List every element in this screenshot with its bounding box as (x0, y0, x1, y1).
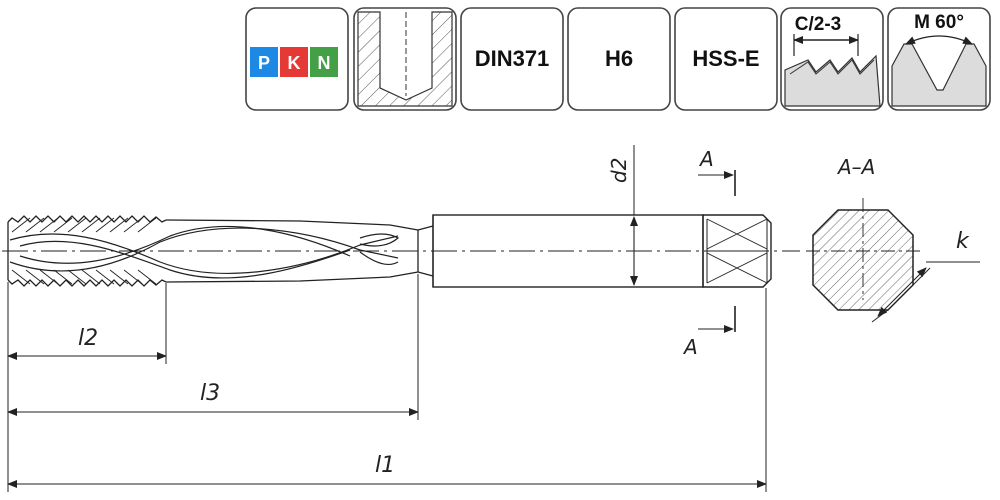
tolerance-label: H6 (605, 46, 633, 71)
l1-label: l1 (375, 453, 395, 478)
flute-bottom-edge (165, 271, 419, 283)
l3-label: l3 (200, 381, 220, 406)
thread-flanks (11, 217, 157, 285)
thread-top-edge (7, 215, 167, 223)
thread-profile-badge: M 60° (887, 7, 991, 111)
blind-hole-badge (353, 7, 457, 111)
tool-material-badge-frame (674, 7, 778, 111)
tolerance-badge-frame (567, 7, 671, 111)
tap-side-view (2, 214, 800, 288)
thread-profile-angle-arc (905, 35, 973, 45)
thread-class-crest-line (789, 59, 875, 75)
cross-section-outline (812, 209, 914, 311)
material-k-chip (280, 47, 308, 77)
material-p-chip (250, 47, 278, 77)
labels: d2 A A A–A k l2 l3 l1 (78, 147, 970, 478)
section-mark-bottom: A (682, 335, 698, 359)
k-label: k (956, 229, 970, 254)
square-drive-flat-marks (706, 218, 768, 284)
badge-row: P K N DIN371 H6 HSS-E C/2-3 (245, 7, 991, 111)
tool-material-badge: HSS-E (674, 7, 778, 111)
material-k-label: K (288, 53, 301, 73)
d2-label: d2 (607, 158, 631, 183)
thread-profile-label: M 60° (914, 12, 964, 33)
neck-top (417, 225, 434, 231)
material-p-label: P (258, 53, 270, 73)
neck-bottom (417, 271, 434, 277)
k-ext-1 (871, 309, 889, 323)
standard-label: DIN371 (475, 46, 550, 71)
k-ext-2 (912, 267, 931, 286)
thread-bottom-edge (7, 279, 167, 287)
standard-badge-frame (460, 7, 564, 111)
tool-material-label: HSS-E (692, 46, 759, 71)
square-drive (702, 214, 772, 288)
thread-class-label: C/2-3 (795, 14, 841, 35)
thread-class-icon (784, 54, 881, 107)
dimensions (7, 145, 980, 492)
standard-badge: DIN371 (460, 7, 564, 111)
thread-class-badge: C/2-3 (780, 7, 884, 111)
flute-top-edge (165, 219, 419, 231)
material-n-chip (310, 47, 338, 77)
thread-profile-icon (891, 43, 987, 107)
section-mark-top: A (698, 147, 714, 171)
material-n-label: N (318, 53, 331, 73)
tolerance-badge: H6 (567, 7, 671, 111)
section-title: A–A (836, 155, 875, 179)
material-badge: P K N (245, 7, 349, 111)
cross-section-aa (806, 198, 922, 311)
blind-hole-icon (357, 11, 453, 107)
l2-label: l2 (78, 326, 98, 351)
spiral-flutes (9, 225, 400, 279)
